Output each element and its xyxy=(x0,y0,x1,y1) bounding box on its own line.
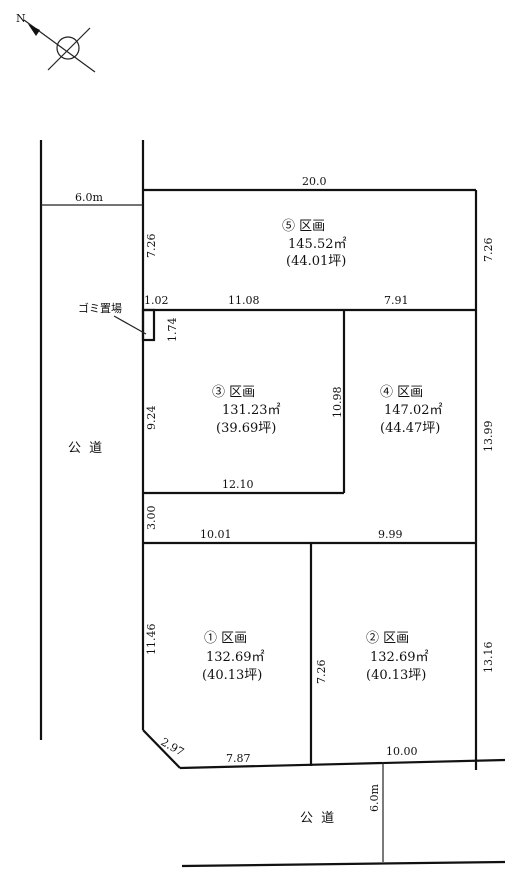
lot3-title: ③ 区画 xyxy=(212,385,255,400)
lot3-area-tsubo: (39.69坪) xyxy=(216,421,276,436)
lot5-area-tsubo: (44.01坪) xyxy=(286,254,346,269)
corner-cut xyxy=(142,729,181,769)
lot2-area-m2: 132.69㎡ xyxy=(370,650,429,665)
lot-3: ③ 区画 131.23㎡ (39.69坪) xyxy=(212,385,281,436)
dim-lot2-right: 13.16 xyxy=(482,642,495,674)
lot3-area-m2: 131.23㎡ xyxy=(222,403,281,418)
dim-lot1-left: 11.46 xyxy=(145,624,158,656)
lot1-title: ① 区画 xyxy=(204,631,247,646)
lot-1: ① 区画 132.69㎡ (40.13坪) xyxy=(202,631,265,683)
dim-lot4-right: 13.99 xyxy=(482,421,495,453)
lot4-title: ④ 区画 xyxy=(380,385,423,400)
garbage-area-box xyxy=(141,308,156,342)
lot4-area-m2: 147.02㎡ xyxy=(384,403,443,418)
lot5-title: ⑤ 区画 xyxy=(282,219,325,234)
dim-garbage-depth: 1.74 xyxy=(166,318,179,343)
lot-4: ④ 区画 147.02㎡ (44.47坪) xyxy=(380,385,443,436)
dim-lot5-left: 7.26 xyxy=(145,234,158,259)
lot1-area-tsubo: (40.13坪) xyxy=(202,668,262,683)
south-road-label: 公 道 xyxy=(300,811,336,826)
dim-lot1-bottom: 7.87 xyxy=(226,752,251,765)
garbage-area-leader xyxy=(113,315,147,335)
dim-garbage-width: 1.02 xyxy=(144,294,169,307)
lot5-area-m2: 145.52㎡ xyxy=(288,237,347,252)
west-road-width: 6.0m xyxy=(75,191,103,204)
dim-lot3-left: 9.24 xyxy=(145,406,158,431)
south-road-width: 6.0m xyxy=(368,784,381,812)
lot4-area-tsubo: (44.47坪) xyxy=(380,421,440,436)
lot-5: ⑤ 区画 145.52㎡ (44.01坪) xyxy=(282,219,347,269)
lot-2: ② 区画 132.69㎡ (40.13坪) xyxy=(366,631,429,683)
compass-label: N xyxy=(16,12,26,25)
dim-lot3-right: 10.98 xyxy=(331,387,344,419)
lot1-area-m2: 132.69㎡ xyxy=(206,650,265,665)
dim-row2-b: 11.08 xyxy=(228,294,260,307)
dim-lot1-corner: 2.97 xyxy=(159,735,187,759)
west-road-label: 公 道 xyxy=(68,441,104,456)
dim-row2-c: 7.91 xyxy=(384,294,409,307)
dim-row4-right: 9.99 xyxy=(378,528,403,541)
lot2-title: ② 区画 xyxy=(366,631,409,646)
south-boundary xyxy=(179,758,506,770)
dim-passage-left: 3.00 xyxy=(145,506,158,531)
dim-mid-divider: 7.26 xyxy=(315,660,328,685)
dim-top: 20.0 xyxy=(302,175,327,188)
dim-row4-left: 10.01 xyxy=(200,528,232,541)
garbage-area-label: ゴミ置場 xyxy=(78,301,122,315)
dim-lot5-right: 7.26 xyxy=(482,238,495,263)
dim-lot3-bottom: 12.10 xyxy=(222,478,254,491)
lot2-area-tsubo: (40.13坪) xyxy=(366,668,426,683)
south-road-edge xyxy=(181,860,506,868)
dim-lot2-bottom: 10.00 xyxy=(386,745,418,758)
compass-icon: N xyxy=(16,12,96,73)
